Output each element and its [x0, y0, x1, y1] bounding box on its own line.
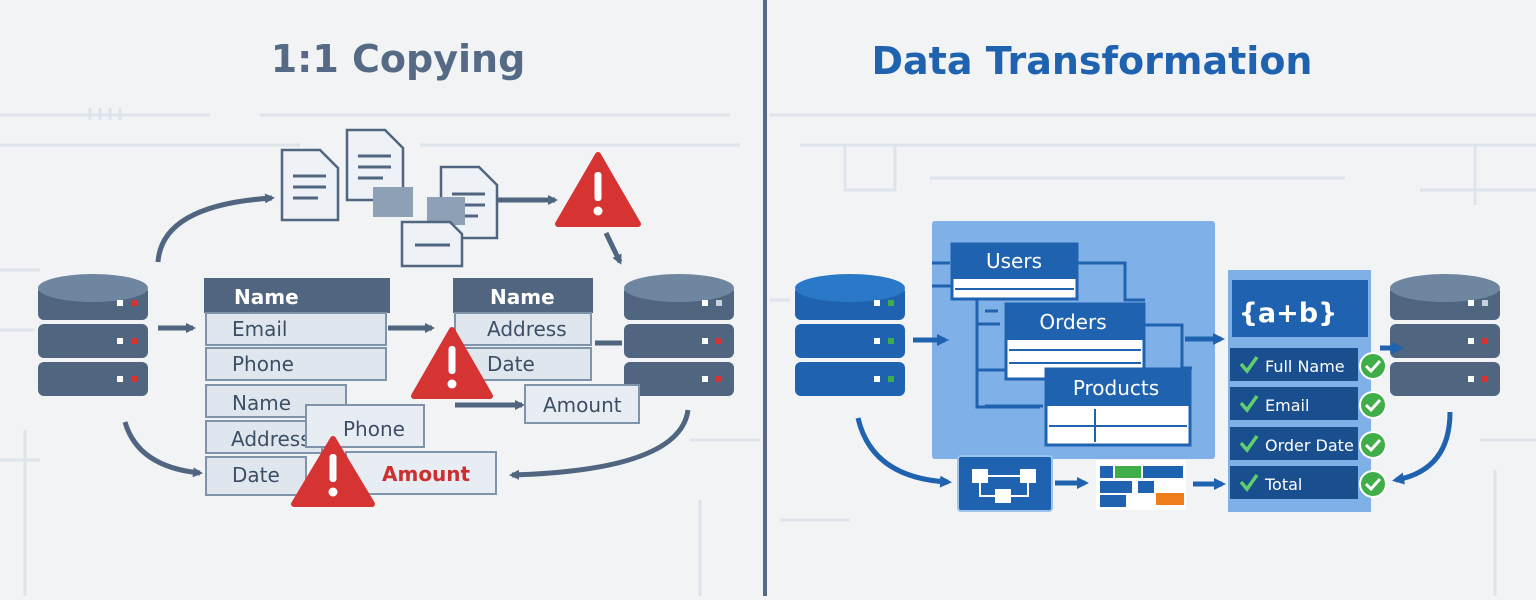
source-row: [205, 312, 387, 346]
target-database-icon-right: [1390, 274, 1500, 396]
table-card-products: Products: [1044, 367, 1192, 447]
background-grid: [0, 108, 1536, 596]
target-overflow-label: Amount: [543, 393, 622, 417]
output-field-label: Total: [1264, 475, 1302, 494]
check-circle-icon: [1359, 352, 1387, 380]
misaligned-phone-label: Phone: [343, 417, 405, 441]
source-row-label: Address: [231, 427, 311, 451]
source-row-label: Date: [232, 463, 280, 487]
check-circle-icon: [1359, 470, 1387, 498]
misaligned-phone-field: [305, 404, 425, 448]
output-field: Full Name: [1230, 348, 1387, 381]
table-name-orders: Orders: [1039, 310, 1106, 334]
check-circle-icon: [1359, 431, 1387, 459]
output-field-label: Full Name: [1265, 357, 1345, 376]
right-panel-title: Data Transformation: [872, 39, 1313, 83]
warning-icon: [411, 327, 493, 399]
target-overflow-field: [524, 384, 640, 424]
source-table: Name Email Phone Name Address Date: [204, 278, 390, 496]
misaligned-amount-field: [345, 451, 497, 495]
table-name-products: Products: [1073, 376, 1159, 400]
target-row: [454, 312, 592, 346]
warning-icon: [291, 436, 375, 507]
source-database-icon-right: [795, 274, 905, 396]
check-circle-icon: [1359, 391, 1387, 419]
output-field: Email: [1230, 387, 1387, 420]
source-database-icon: [38, 274, 148, 396]
output-field-label: Order Date: [1265, 436, 1354, 455]
source-row: [205, 456, 307, 496]
target-database-icon: [624, 274, 734, 396]
table-card-users: Users: [950, 242, 1079, 301]
target-row-label: Address: [487, 317, 567, 341]
document-icons: [280, 128, 499, 268]
source-row-label: Name: [232, 391, 291, 415]
source-table-header: Name: [234, 285, 299, 309]
source-row-label: Phone: [232, 352, 294, 376]
copy-flow-arrows: [122, 193, 691, 480]
formula-box: [1232, 280, 1368, 337]
formula-text: {a+b}: [1239, 298, 1338, 329]
source-row: [205, 347, 387, 381]
output-field-label: Email: [1265, 396, 1309, 415]
table-card-orders: Orders: [1004, 302, 1146, 381]
source-row: [205, 420, 323, 454]
left-panel-title: 1:1 Copying: [271, 37, 526, 81]
transform-flow-arrows: [855, 333, 1453, 490]
output-field: Total: [1230, 466, 1387, 499]
warning-icon: [555, 152, 641, 227]
misaligned-amount-label: Amount: [382, 462, 471, 486]
workflow-icon: [957, 455, 1053, 512]
panel-divider: [763, 0, 767, 596]
data-blocks-icon: [1096, 460, 1186, 510]
table-name-users: Users: [986, 249, 1042, 273]
target-row-label: Date: [487, 352, 535, 376]
output-field: Order Date: [1230, 427, 1387, 460]
target-table-header: Name: [490, 285, 555, 309]
source-row-label: Email: [232, 317, 288, 341]
